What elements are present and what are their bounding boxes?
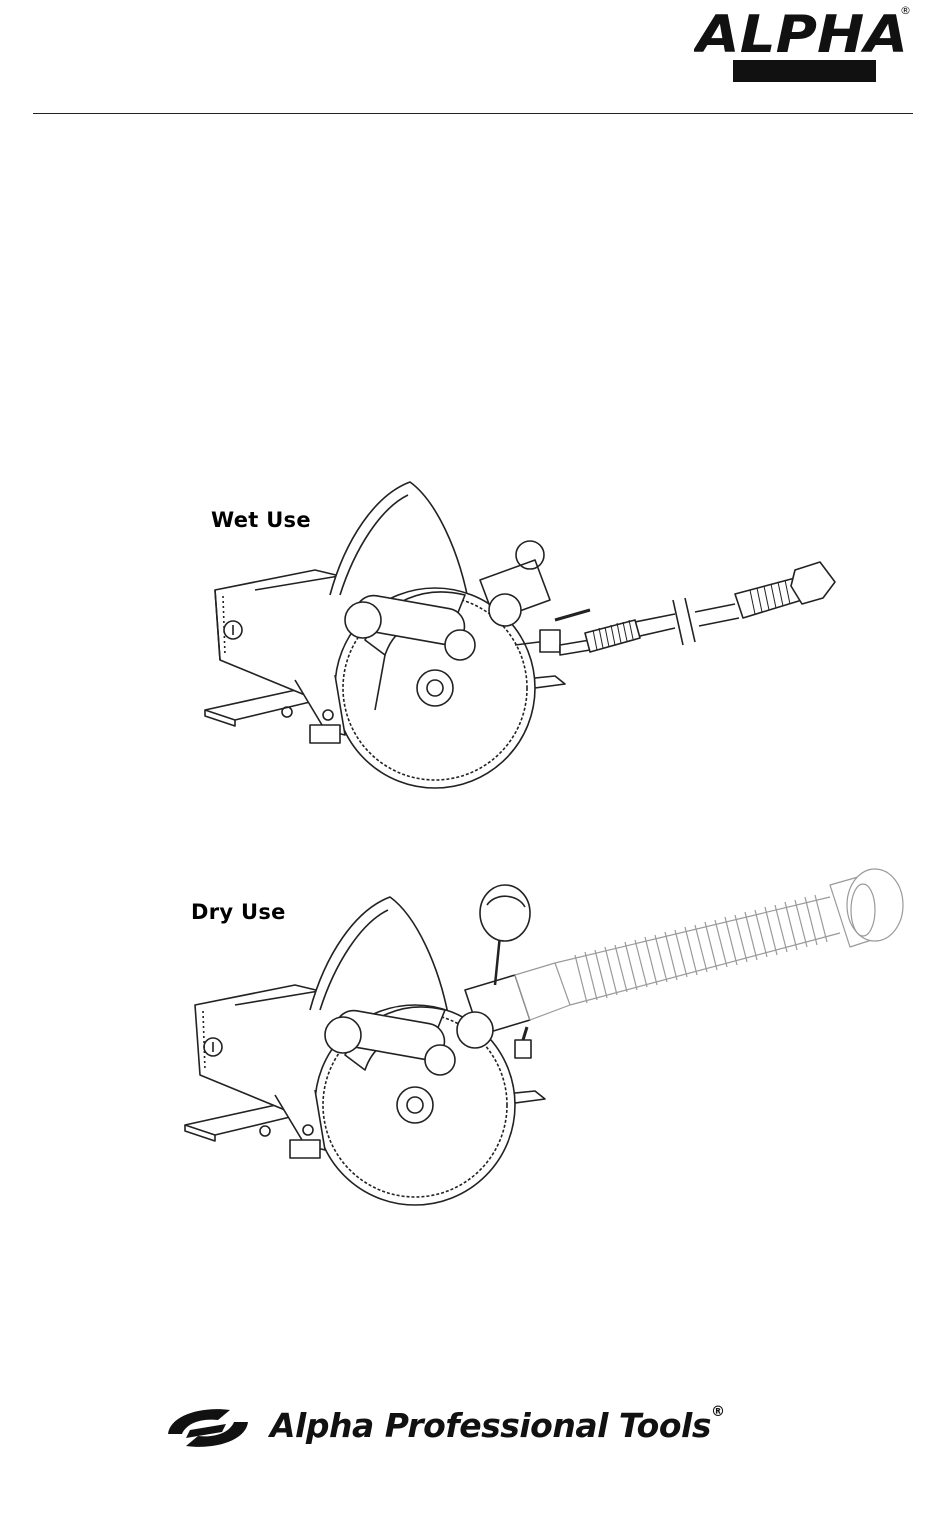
header-divider — [33, 113, 913, 114]
wet-saw-illustration — [195, 470, 845, 800]
footer-brand-name: Alpha Professional Tools — [270, 1406, 711, 1445]
alpha-swoosh-icon — [160, 1404, 255, 1452]
dry-saw-illustration — [175, 855, 915, 1215]
logo-bar — [733, 60, 876, 82]
logo-registered-mark: ® — [900, 4, 911, 17]
footer-registered-mark: ® — [711, 1404, 725, 1420]
alpha-logo: ALPHA ® — [694, 0, 916, 85]
logo-word: ALPHA — [694, 5, 908, 65]
footer-brand: Alpha Professional Tools® — [160, 1400, 820, 1460]
